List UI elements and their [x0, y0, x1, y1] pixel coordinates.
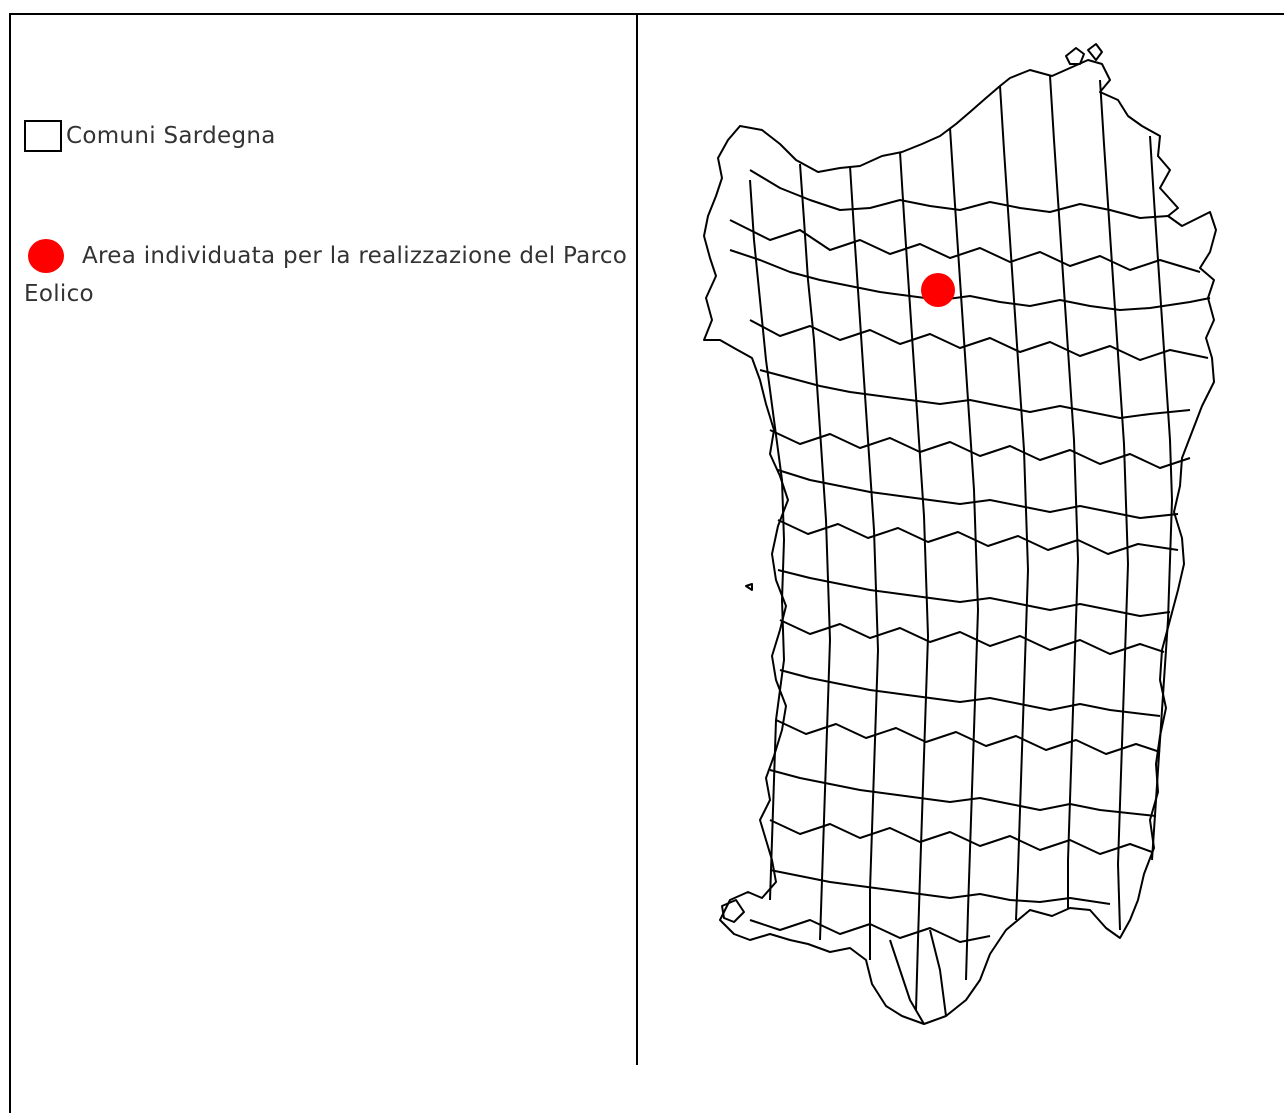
boundary-17: [1149, 135, 1173, 861]
boundary-8: [769, 869, 1111, 905]
boundary-14: [999, 85, 1029, 921]
boundary-5: [777, 569, 1171, 617]
municipality-boundary-symbol-icon: [24, 120, 62, 152]
boundary-6: [779, 669, 1161, 717]
boundary-13: [949, 127, 979, 981]
boundary-3: [759, 369, 1191, 419]
layout-frame: [9, 13, 1284, 1113]
legend-label-area: Area individuata per la realizzazione de…: [82, 243, 628, 269]
boundary-11: [849, 165, 879, 960]
boundary-24: [769, 819, 1153, 855]
boundary-25: [749, 919, 991, 943]
column-divider: [636, 13, 638, 1065]
boundary-2: [729, 249, 1211, 311]
map-svg: [703, 43, 1217, 1025]
island-north-2: [1087, 43, 1103, 61]
boundary-22: [779, 619, 1165, 655]
boundary-9: [749, 179, 785, 901]
boundary-23: [775, 719, 1161, 755]
boundary-12: [899, 151, 929, 1011]
red-dot-icon: [28, 239, 64, 273]
boundary-10: [799, 163, 831, 941]
boundary-16: [1099, 79, 1129, 931]
island-sw: [721, 899, 745, 923]
boundary-21: [777, 519, 1179, 555]
boundary-18: [729, 219, 1201, 273]
boundary-20: [769, 429, 1191, 469]
island-west: [745, 583, 753, 591]
boundary-19: [749, 319, 1209, 361]
boundary-27: [929, 929, 947, 1017]
boundary-4: [777, 469, 1179, 519]
legend-item-area: Area individuata per la realizzazione de…: [24, 229, 627, 283]
boundary-7: [769, 769, 1157, 817]
island-outline: [703, 59, 1217, 1025]
legend-label-area-continued: Eolico: [24, 281, 94, 307]
island-north-1: [1065, 47, 1085, 65]
legend-label-comuni: Comuni Sardegna: [66, 123, 276, 149]
boundary-15: [1049, 75, 1079, 908]
sardinia-map: [690, 40, 1250, 1050]
boundary-1: [749, 169, 1169, 219]
boundary-26: [889, 939, 925, 1025]
wind-park-area-marker: [921, 273, 955, 307]
municipality-boundaries: [703, 43, 1217, 1025]
legend-item-comuni: Comuni Sardegna: [24, 120, 276, 152]
